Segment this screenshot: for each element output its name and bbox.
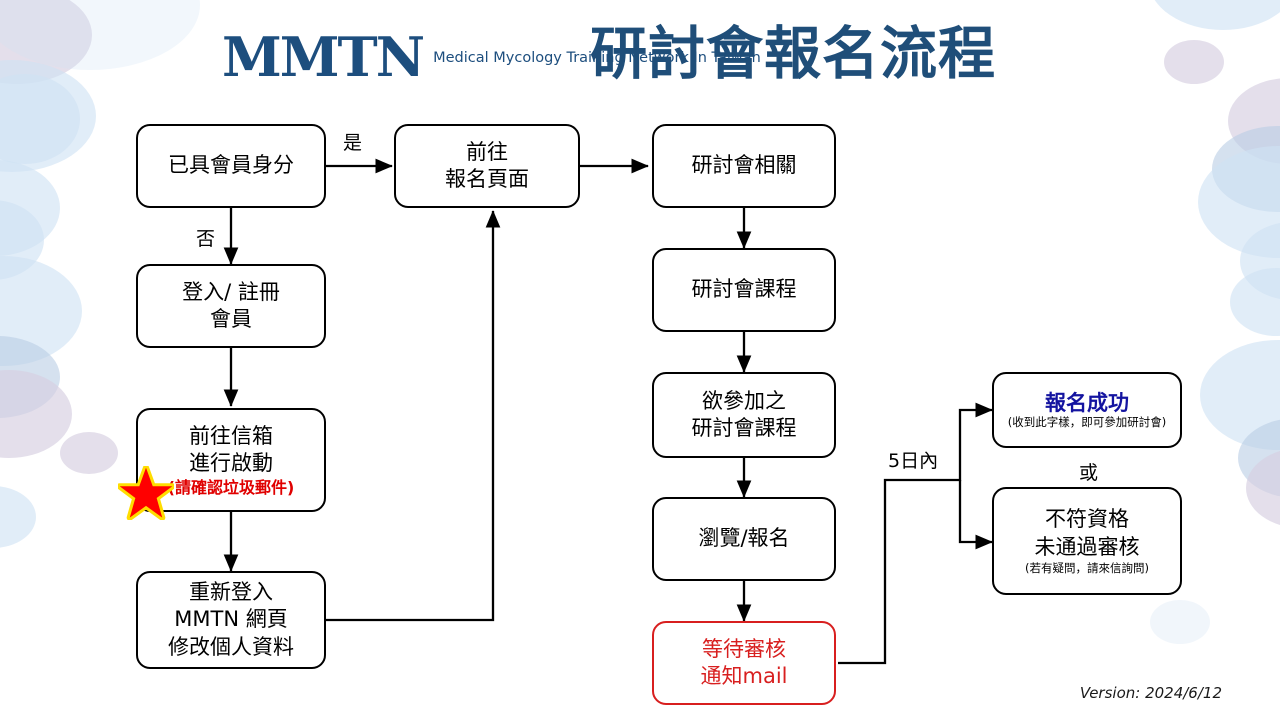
decor-bubble bbox=[0, 486, 36, 548]
node-activate-warning: (請確認垃圾郵件) bbox=[167, 477, 295, 497]
wire-relogin-loop bbox=[326, 210, 501, 622]
node-activate-mailbox[interactable]: 前往信箱 進行啟動 (請確認垃圾郵件) bbox=[136, 408, 326, 512]
edge-label-or: 或 bbox=[1079, 462, 1099, 484]
logo-tagline: Medical Mycology Training Network In Tai… bbox=[433, 49, 761, 66]
node-member-check[interactable]: 已具會員身分 bbox=[136, 124, 326, 208]
node-seminar-related-label: 研討會相關 bbox=[691, 153, 797, 178]
wire-branch-to-fail bbox=[958, 480, 993, 550]
decor-bubble bbox=[1240, 222, 1280, 300]
decor-bubble bbox=[1212, 126, 1280, 212]
node-fail-line1: 不符資格 bbox=[1045, 507, 1129, 532]
node-desired-course[interactable]: 欲參加之 研討會課程 bbox=[652, 372, 836, 458]
decor-bubble bbox=[60, 432, 118, 474]
node-not-qualified[interactable]: 不符資格 未通過審核 (若有疑問，請來信詢問) bbox=[992, 487, 1182, 595]
decor-bubble bbox=[0, 256, 82, 366]
star-icon bbox=[118, 466, 174, 520]
node-seminar-related[interactable]: 研討會相關 bbox=[652, 124, 836, 208]
decor-bubble bbox=[1230, 268, 1280, 336]
mmtn-logo: MMTN Medical Mycology Training Network I… bbox=[222, 30, 761, 84]
decor-bubble bbox=[1150, 600, 1210, 644]
node-success-headline: 報名成功 bbox=[1045, 390, 1129, 415]
node-seminar-course-label: 研討會課程 bbox=[691, 277, 797, 302]
node-login-register-label: 登入/ 註冊 會員 bbox=[182, 279, 280, 331]
node-signup-success[interactable]: 報名成功 (收到此字樣，即可參加研討會) bbox=[992, 372, 1182, 448]
edge-label-no: 否 bbox=[196, 228, 216, 250]
node-fail-line2: 未通過審核 bbox=[1034, 534, 1140, 559]
decor-bubble bbox=[0, 370, 72, 458]
node-member-check-label: 已具會員身分 bbox=[168, 153, 294, 178]
node-fail-note: (若有疑問，請來信詢問) bbox=[1025, 560, 1149, 575]
node-browse-signup-label: 瀏覽/報名 bbox=[698, 526, 790, 551]
node-activate-line2: 進行啟動 bbox=[189, 451, 273, 476]
node-desired-course-label: 欲參加之 研討會課程 bbox=[691, 388, 797, 440]
node-browse-signup[interactable]: 瀏覽/報名 bbox=[652, 497, 836, 581]
version-label: Version: 2024/6/12 bbox=[1079, 684, 1222, 702]
decor-bubble bbox=[0, 160, 60, 256]
edge-label-yes: 是 bbox=[343, 132, 363, 154]
node-login-register[interactable]: 登入/ 註冊 會員 bbox=[136, 264, 326, 348]
node-success-note: (收到此字樣，即可參加研討會) bbox=[1007, 414, 1167, 429]
logo-wordmark: MMTN bbox=[222, 25, 425, 89]
node-relogin-label: 重新登入 MMTN 網頁 修改個人資料 bbox=[168, 580, 294, 659]
node-go-signup-page[interactable]: 前往 報名頁面 bbox=[394, 124, 580, 208]
node-activate-line1: 前往信箱 bbox=[189, 424, 273, 449]
node-relogin-edit-profile[interactable]: 重新登入 MMTN 網頁 修改個人資料 bbox=[136, 571, 326, 669]
edge-label-within-five-days: 5日內 bbox=[888, 450, 939, 472]
decor-bubble bbox=[1198, 146, 1280, 258]
node-await-review-label: 等待審核 通知mail bbox=[700, 636, 788, 688]
slide-header: MMTN Medical Mycology Training Network I… bbox=[0, 0, 1280, 112]
node-await-review[interactable]: 等待審核 通知mail bbox=[652, 621, 836, 705]
page-title: 研討會報名流程 bbox=[590, 21, 996, 87]
decor-bubble bbox=[0, 200, 44, 280]
decor-bubble bbox=[1200, 340, 1280, 450]
node-go-signup-label: 前往 報名頁面 bbox=[445, 139, 529, 191]
node-seminar-course[interactable]: 研討會課程 bbox=[652, 248, 836, 332]
decor-bubble bbox=[1238, 418, 1280, 498]
decor-bubble bbox=[1246, 448, 1280, 528]
decor-bubble bbox=[0, 336, 60, 418]
